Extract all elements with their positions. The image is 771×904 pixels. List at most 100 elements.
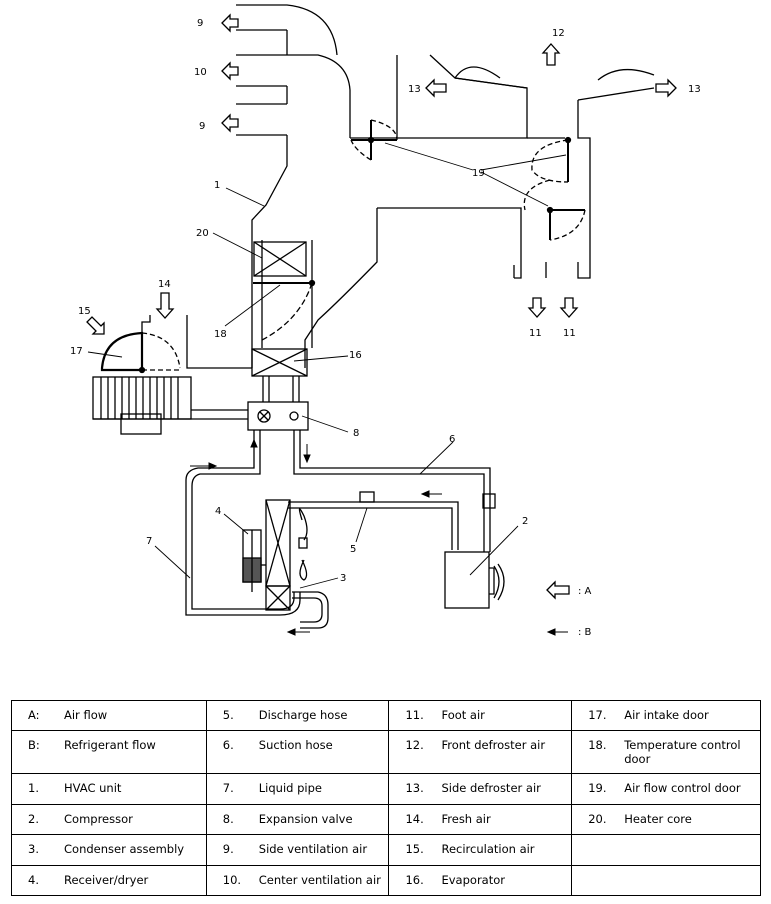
temperature-control-door <box>253 279 316 341</box>
legend-cell: 6. Suction hose <box>205 730 390 775</box>
legend-description: Side ventilation air <box>258 842 368 857</box>
refrigerant-flow-arrows <box>190 438 568 636</box>
key-refrigerant-flow: : B <box>578 627 592 638</box>
air-flow-arrows <box>86 13 677 600</box>
legend-description: Foot air <box>441 708 485 722</box>
callout-3: 3 <box>340 573 346 584</box>
callout-11-right: 11 <box>563 328 576 339</box>
legend-description: Condenser assembly <box>64 842 185 857</box>
legend-description: Refrigerant flow <box>64 738 156 753</box>
legend-row: 2.Compressor 8. Expansion valve 14. Fresh ai… <box>11 803 761 836</box>
legend-cell: 4. Receiver/dryer <box>11 864 207 897</box>
legend-cell: 7. Liquid pipe <box>205 773 390 805</box>
legend-key: 13. <box>405 781 424 796</box>
legend-key: 17. <box>588 708 607 722</box>
legend-cell: 12.Front defroster air <box>388 730 573 775</box>
legend-row: 1. HVAC unit 7. Liquid pipe 13. Side defroste… <box>11 773 761 805</box>
legend-description: Air flow <box>64 708 108 722</box>
legend-key: 1. <box>28 781 39 796</box>
legend-description: HVAC unit <box>64 781 122 796</box>
callout-2: 2 <box>522 516 528 527</box>
callout-5: 5 <box>350 544 356 555</box>
legend-description: Air flow control door <box>624 781 741 796</box>
legend-key: 9. <box>222 842 234 857</box>
legend-description: Discharge hose <box>258 708 348 722</box>
callout-10: 10 <box>194 67 207 78</box>
legend-key: 10. <box>222 872 242 887</box>
legend-key: 6. <box>222 738 234 753</box>
compressor <box>444 551 505 609</box>
legend-key: 3. <box>28 842 39 857</box>
callout-19: 19 <box>472 168 485 179</box>
legend-key: 16. <box>405 872 424 887</box>
callout-9-top: 9 <box>197 18 203 29</box>
legend-cell: 15.Recirculation air <box>388 834 573 866</box>
air-flow-control-door <box>350 119 586 241</box>
legend-cell: 10. Center ventilation air <box>205 864 390 897</box>
legend-key: 14. <box>405 811 424 826</box>
legend-cell: B:Refrigerant flow <box>11 730 207 775</box>
legend-cell: 16. Evaporator <box>388 864 573 897</box>
legend-key: 11. <box>405 708 424 722</box>
legend-key: 7. <box>222 781 234 796</box>
legend-row: 4. Receiver/dryer 10. Center ventilation ai… <box>11 864 761 897</box>
liquid-pipe <box>185 430 329 629</box>
legend-key: 18. <box>588 738 607 753</box>
legend-cell: 11. Foot air <box>388 699 573 732</box>
condenser-assembly <box>265 499 308 611</box>
legend-description: Evaporator <box>441 872 505 887</box>
legend-description: Receiver/dryer <box>64 872 149 887</box>
legend-cell: 13. Side defroster air <box>388 773 573 805</box>
legend-key: 5. <box>222 708 234 722</box>
callout-20: 20 <box>196 228 209 239</box>
legend-description: Air intake door <box>624 708 709 722</box>
discharge-hose <box>288 491 459 550</box>
legend-cell: 19. Air flow control door <box>571 773 761 805</box>
expansion-valve <box>247 401 309 431</box>
callout-17: 17 <box>70 346 83 357</box>
legend-description: Center ventilation air <box>258 872 381 887</box>
legend-description: Fresh air <box>441 811 491 826</box>
legend-description: Expansion valve <box>258 811 353 826</box>
callout-12: 12 <box>552 28 565 39</box>
legend-key: 12. <box>405 738 424 753</box>
legend-cell <box>571 864 761 897</box>
callout-18: 18 <box>214 329 227 340</box>
legend-cell: A:Air flow <box>11 699 207 732</box>
callout-11-left: 11 <box>529 328 542 339</box>
callout-6: 6 <box>449 434 455 445</box>
legend-key: 4. <box>28 872 39 887</box>
vent-duct <box>236 4 655 368</box>
legend-cell: 5. Discharge hose <box>205 699 390 732</box>
legend-cell: 9. Side ventilation air <box>205 834 390 866</box>
callout-13-right: 13 <box>688 84 701 95</box>
callout-7: 7 <box>146 536 152 547</box>
legend-cell: 14. Fresh air <box>388 803 573 836</box>
receiver-dryer <box>242 529 266 592</box>
legend-key: 19. <box>588 781 607 796</box>
callout-9-bottom: 9 <box>199 121 205 132</box>
callout-14: 14 <box>158 279 171 290</box>
legend-description: Side defroster air <box>441 781 541 796</box>
legend-cell: 3. Condenser assembly <box>11 834 207 866</box>
callout-leaders <box>87 142 567 589</box>
legend-row: B:Refrigerant flow 6. Suction hose 12.Front… <box>11 730 761 775</box>
legend-cell <box>571 834 761 866</box>
legend-description: Temperature control door <box>624 738 741 767</box>
callout-1: 1 <box>214 180 220 191</box>
blower-unit <box>92 315 248 435</box>
legend-description: Suction hose <box>258 738 333 753</box>
legend-cell: 1. HVAC unit <box>11 773 207 805</box>
legend-row: 3. Condenser assembly 9. Side ventilation a… <box>11 834 761 866</box>
callout-4: 4 <box>215 506 221 517</box>
legend-key: 2. <box>28 811 39 826</box>
legend-key: 20. <box>588 811 607 826</box>
legend-table: A:Air flow 5. Discharge hose 11. Foot air 17.… <box>11 699 761 897</box>
heater-core <box>253 241 307 277</box>
legend-key: 8. <box>222 811 234 826</box>
legend-cell: 2.Compressor <box>11 803 207 836</box>
legend-cell: 17. Air intake door <box>571 699 761 732</box>
legend-description: Liquid pipe <box>258 781 322 796</box>
hvac-system-diagram: 9 10 9 12 13 13 19 1 20 14 15 11 11 18 1… <box>70 4 701 638</box>
legend-description: Recirculation air <box>441 842 535 857</box>
